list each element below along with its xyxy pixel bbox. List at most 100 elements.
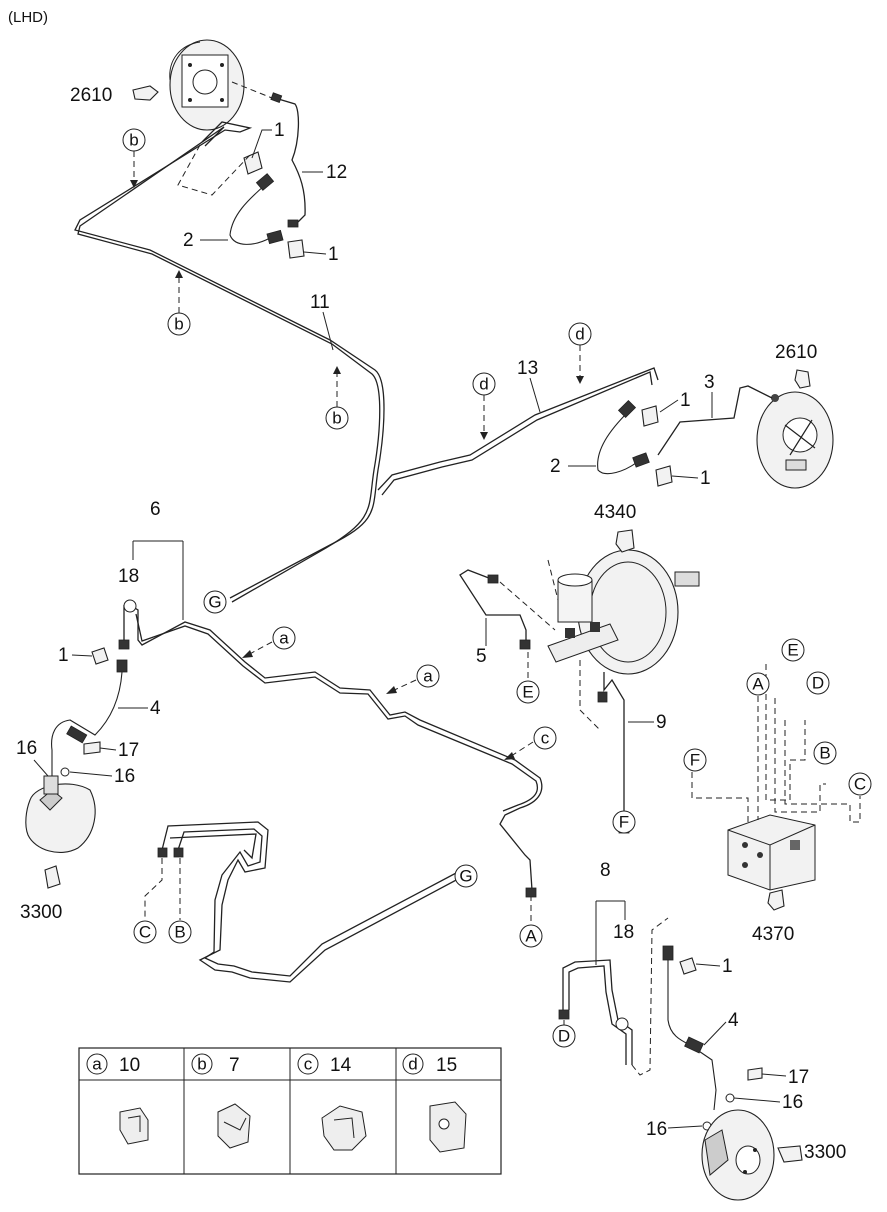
svg-text:a: a	[423, 667, 433, 686]
clip-d-number: 15	[436, 1055, 457, 1076]
svg-text:G: G	[459, 867, 472, 886]
ref-4340: 4340	[594, 502, 636, 523]
svg-text:B: B	[174, 923, 185, 942]
clip-10-icon	[119, 1107, 149, 1145]
svg-text:C: C	[139, 923, 151, 942]
svg-text:E: E	[787, 641, 798, 660]
front-left-caliper-disc	[25, 775, 96, 853]
ref-3300-right: 3300	[804, 1142, 846, 1163]
brake-pipe-5	[459, 569, 527, 645]
label-1-right-a: 1	[680, 390, 691, 411]
bolt-17-right	[747, 1067, 763, 1081]
clip-14-icon	[321, 1105, 367, 1151]
clip-c-number: 14	[330, 1055, 352, 1076]
label-11: 11	[310, 292, 330, 313]
clip-b-number: 7	[229, 1055, 240, 1076]
svg-text:A: A	[525, 927, 537, 946]
svg-text:E: E	[522, 683, 533, 702]
clip-1-top-b	[287, 239, 305, 259]
label-13: 13	[517, 358, 538, 379]
brake-hose-2-right	[597, 411, 641, 475]
clip-1-right-front	[679, 957, 697, 975]
clip-a-number: 10	[119, 1055, 140, 1076]
connector-C-2: C	[848, 772, 872, 796]
brake-booster-master-cylinder	[547, 549, 700, 675]
clip-legend-table: a 10 b 7 c 14 d 15	[78, 1047, 502, 1175]
label-16-left-a: 16	[16, 738, 37, 759]
connector-b-3: b	[325, 366, 349, 430]
connector-d-2: d	[472, 372, 496, 440]
rear-left-backing-plate	[169, 39, 245, 131]
svg-text:F: F	[619, 813, 629, 832]
label-1-top-b: 1	[328, 244, 339, 265]
hand-pointer-icon	[794, 369, 811, 389]
brake-hose-4-left	[51, 671, 123, 780]
clip-d-letter: d	[408, 1055, 417, 1074]
svg-text:b: b	[332, 409, 341, 428]
connector-c-1: c	[504, 726, 557, 760]
brake-pipe-13	[377, 367, 659, 491]
svg-text:A: A	[752, 675, 764, 694]
variant-label: (LHD)	[8, 9, 48, 26]
svg-text:C: C	[854, 775, 866, 794]
label-17-right: 17	[788, 1067, 809, 1088]
label-18-right: 18	[613, 922, 634, 943]
brake-hose-4-right	[667, 960, 717, 1111]
connector-b-2: b	[167, 270, 191, 336]
label-16-right-a: 16	[782, 1092, 803, 1113]
label-2-right: 2	[550, 456, 561, 477]
brake-pipe-3	[657, 385, 773, 456]
svg-text:B: B	[819, 744, 830, 763]
connector-A-1: A	[519, 887, 543, 948]
svg-text:a: a	[279, 629, 289, 648]
hand-pointer-icon	[132, 85, 159, 101]
connector-C-1: C	[133, 920, 157, 944]
svg-text:D: D	[558, 1027, 570, 1046]
ref-2610-right: 2610	[775, 342, 817, 363]
brake-hose-2-top	[229, 184, 271, 245]
connector-b-1: b	[122, 128, 146, 188]
brake-pipe-12	[274, 97, 306, 223]
label-18-left: 18	[118, 566, 139, 587]
brake-pipe-8	[562, 959, 633, 1065]
clip-1-right-b	[655, 465, 673, 487]
connector-a-2: a	[386, 664, 440, 694]
connector-E-2: E	[781, 638, 805, 662]
label-1-left: 1	[58, 645, 69, 666]
label-4-right: 4	[728, 1010, 739, 1031]
svg-text:d: d	[575, 325, 584, 344]
label-3: 3	[704, 372, 715, 393]
brake-pipe-9	[603, 672, 625, 830]
svg-text:F: F	[690, 751, 700, 770]
label-8: 8	[600, 860, 611, 881]
clip-1-right-a	[641, 405, 659, 427]
clip-b-letter: b	[197, 1055, 206, 1074]
label-2-top: 2	[183, 230, 194, 251]
hand-pointer-icon	[767, 889, 785, 911]
connector-d-1: d	[568, 322, 592, 384]
svg-text:b: b	[174, 315, 183, 334]
ref-2610-top: 2610	[70, 85, 112, 106]
svg-text:D: D	[812, 674, 824, 693]
svg-text:d: d	[479, 375, 488, 394]
label-17-left: 17	[118, 740, 139, 761]
front-right-caliper-disc	[701, 1109, 775, 1201]
svg-text:G: G	[208, 593, 221, 612]
abs-hydraulic-unit	[727, 814, 816, 891]
connector-B-2: B	[813, 741, 837, 765]
ref-4370: 4370	[752, 924, 794, 945]
clip-7-icon	[217, 1103, 251, 1149]
connector-A-2: A	[746, 672, 770, 696]
label-6: 6	[150, 499, 161, 520]
label-16-right-b: 16	[646, 1119, 667, 1140]
label-16-left-b: 16	[114, 766, 135, 787]
connector-E-1: E	[516, 652, 540, 704]
brake-pipe-rear-bundle	[161, 821, 461, 983]
hand-pointer-icon	[615, 529, 635, 553]
clip-c-letter: c	[304, 1055, 313, 1074]
brake-pipe-11	[74, 121, 385, 599]
bolt-17-left	[83, 741, 101, 755]
rear-right-backing-plate	[756, 391, 834, 489]
